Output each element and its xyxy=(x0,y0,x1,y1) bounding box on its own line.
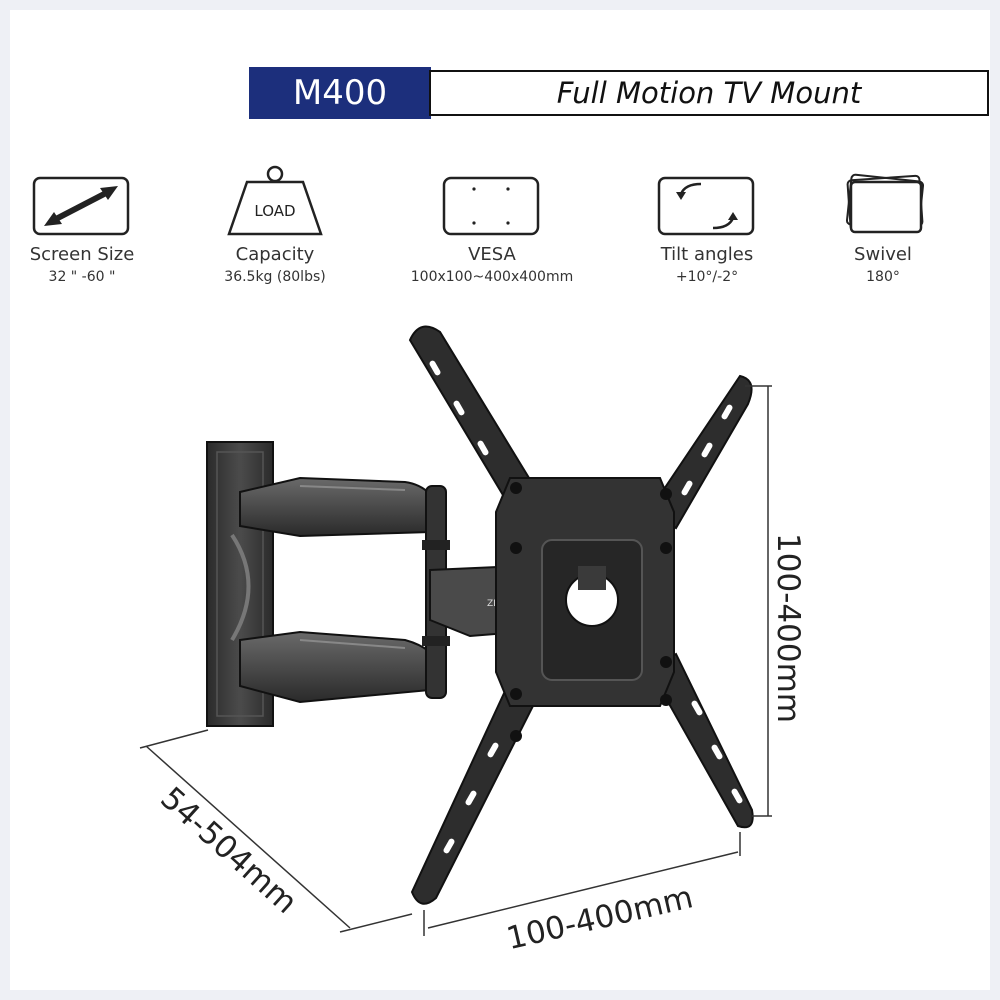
feature-label: Tilt angles xyxy=(660,244,754,265)
feature-value: +10°/-2° xyxy=(675,269,739,285)
feature-label: Swivel xyxy=(854,244,912,265)
dimension-lines xyxy=(139,385,772,936)
feature-value: 180° xyxy=(866,269,900,285)
width-dimension: 100-400mm xyxy=(503,879,696,957)
feature-capacity: LOAD Capacity 36.5kg (80lbs) xyxy=(180,160,370,285)
feature-swivel: Swivel 180° xyxy=(788,160,978,285)
feature-label: Screen Size xyxy=(29,244,135,265)
feature-value: 36.5kg (80lbs) xyxy=(224,269,326,285)
feature-value: 32 " -60 " xyxy=(48,269,116,285)
upper-arm xyxy=(239,476,431,538)
tilt-arrows-icon xyxy=(657,176,755,236)
model-badge: M400 xyxy=(249,67,431,119)
height-dimension: 100-400mm xyxy=(770,533,806,723)
feature-vesa: VESA 100x100~400x400mm xyxy=(397,160,587,285)
load-icon-text: LOAD xyxy=(254,202,295,220)
diagonal-arrow-icon xyxy=(32,176,130,236)
feature-label: Capacity xyxy=(235,244,315,265)
feature-screen-size: Screen Size 32 " -60 " xyxy=(0,160,177,285)
load-weight-icon: LOAD xyxy=(227,165,323,236)
feature-label: VESA xyxy=(468,244,516,265)
feature-value: 100x100~400x400mm xyxy=(410,269,574,285)
feature-tilt: Tilt angles +10°/-2° xyxy=(612,160,802,285)
vesa-holes-icon xyxy=(442,176,540,236)
swivel-screens-icon xyxy=(845,173,925,234)
depth-dimension: 54-504mm xyxy=(153,780,304,921)
lower-arm xyxy=(239,630,431,704)
vesa-bracket xyxy=(408,325,754,905)
product-title: Full Motion TV Mount xyxy=(429,70,989,116)
